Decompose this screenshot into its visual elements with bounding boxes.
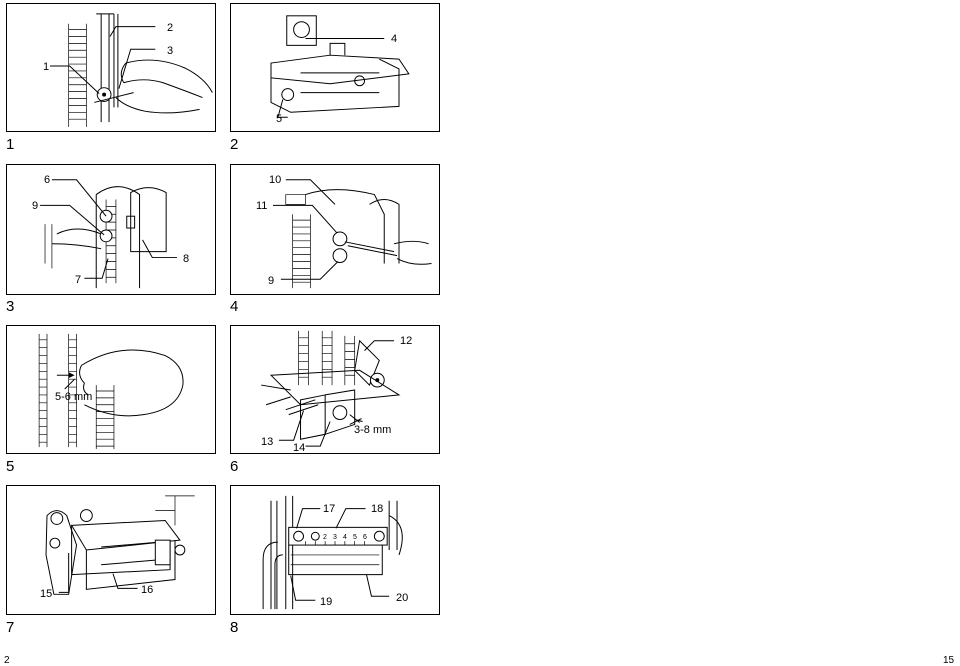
figure-number: 8 [230, 619, 239, 636]
figure-6-callout: 12 [400, 335, 413, 347]
figure-number: 2 [230, 136, 239, 153]
figure-8-callout: 19 [320, 596, 333, 608]
figure-6-callout: 13 [261, 436, 274, 448]
figure-1-panel: 1 2 3 [6, 3, 216, 132]
figure-2-callout: 5 [276, 113, 283, 125]
figure-6-callout: 3-8 mm [354, 424, 392, 436]
figure-7-drawing [45, 495, 195, 595]
figure-number: 1 [6, 136, 15, 153]
scale-digit: 2 [323, 534, 327, 541]
figure-8-leaders [290, 508, 390, 601]
figure-5-leaders [64, 378, 75, 390]
scale-digit: 6 [363, 534, 367, 541]
figure-2-callout: 4 [391, 33, 398, 45]
figure-number: 7 [6, 619, 15, 636]
figure-5-callout: 5-6 mm [55, 391, 93, 403]
figure-2-panel: 4 5 [230, 3, 440, 132]
figure-6-drawing [261, 330, 401, 440]
figure-3-callout: 9 [32, 200, 39, 212]
figure-8-drawing [262, 495, 403, 610]
scale-digit: 3 [333, 534, 337, 541]
figure-1-callout: 3 [167, 45, 174, 57]
figure-6-callout: 14 [293, 442, 306, 454]
figure-4-callout: 11 [256, 200, 268, 212]
figure-6-leaders [278, 340, 395, 447]
scale-digit: 4 [343, 534, 347, 541]
figure-3-panel: 6 9 7 8 [6, 164, 216, 295]
figure-3-leaders [40, 179, 177, 279]
figure-8-callout: 17 [323, 503, 336, 515]
figure-1-leaders [49, 26, 156, 94]
figure-4-panel: 10 11 9 [230, 164, 440, 295]
scale-digit: 5 [353, 534, 357, 541]
figure-number: 3 [6, 298, 15, 315]
figure-number: 6 [230, 458, 239, 475]
figure-6-panel: 12 3-8 mm 13 14 [230, 325, 440, 454]
figure-7-panel: 15 16 [6, 485, 216, 615]
figure-4-drawing [285, 189, 432, 289]
page-number-right: 15 [943, 655, 955, 666]
figure-3-callout: 6 [44, 174, 51, 186]
figure-5-drawing [38, 333, 184, 450]
figure-3-callout: 7 [75, 274, 82, 286]
figure-1-callout: 1 [43, 61, 50, 73]
figure-2-drawing [270, 15, 410, 113]
figure-1-drawing [68, 13, 213, 128]
figure-5-panel: 5-6 mm [6, 325, 216, 454]
page-number-left: 2 [4, 655, 10, 666]
figure-4-callout: 10 [269, 174, 282, 186]
figure-3-drawing [44, 186, 167, 289]
figure-8-callout: 20 [396, 592, 409, 604]
figure-8-callout: 18 [371, 503, 384, 515]
figure-1-callout: 2 [167, 22, 174, 34]
figure-2-leaders [277, 37, 385, 118]
figure-8-panel: 17 18 19 20 2 3 4 5 6 [230, 485, 440, 615]
figure-number: 5 [6, 458, 15, 475]
figure-4-leaders [272, 179, 339, 280]
figure-7-callout: 15 [40, 588, 53, 600]
figure-4-callout: 9 [268, 275, 275, 287]
figure-7-callout: 16 [141, 584, 154, 596]
figure-7-leaders [58, 552, 138, 593]
figure-3-callout: 8 [183, 253, 190, 265]
figure-number: 4 [230, 298, 239, 315]
